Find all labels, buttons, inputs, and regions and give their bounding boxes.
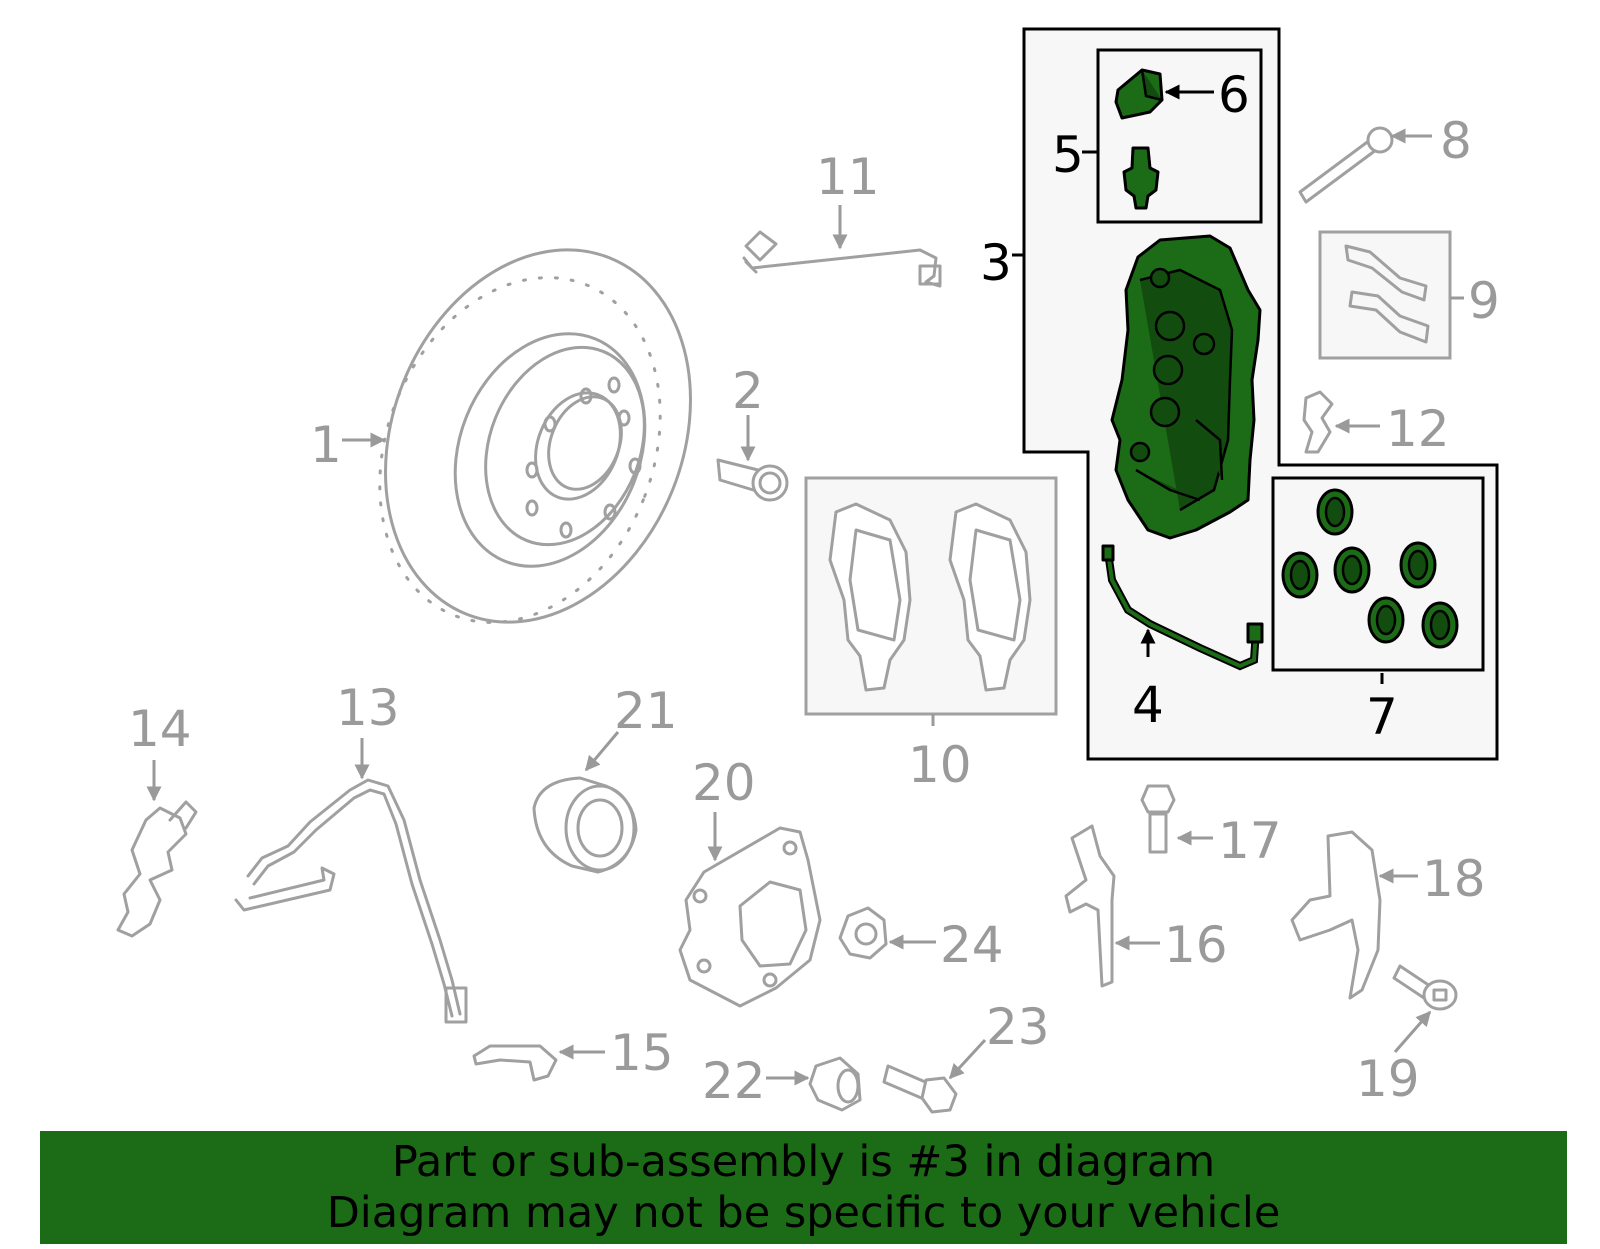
part-23-bolt[interactable] [882,1064,958,1114]
part-24-hex-nut[interactable] [838,906,888,960]
callout-8[interactable]: 8 [1440,112,1472,170]
part-21-wheel-bearing[interactable] [532,776,638,874]
callout-17[interactable]: 17 [1218,812,1282,870]
part-20-wheel-hub[interactable] [678,826,822,1008]
part-19-socket-bolt[interactable] [1392,964,1458,1011]
subassembly-5-box [1096,48,1263,224]
part-14-hose-bracket[interactable] [116,800,198,938]
callout-5[interactable]: 5 [1052,126,1084,184]
banner-line-disclaimer: Diagram may not be specific to your vehi… [326,1187,1281,1238]
callout-21[interactable]: 21 [614,682,678,740]
part-8-caliper-bolt[interactable] [1298,126,1394,204]
banner-background [40,1131,1567,1244]
callout-labels: 1 2 3 4 5 6 7 8 9 10 11 12 13 14 15 16 1… [128,66,1500,1110]
callout-3[interactable]: 3 [980,234,1012,292]
callout-4[interactable]: 4 [1132,676,1164,734]
callout-10[interactable]: 10 [908,736,972,794]
callout-22[interactable]: 22 [702,1052,766,1110]
part-11-sensor-harness[interactable] [742,230,942,288]
callout-13[interactable]: 13 [336,679,400,737]
part-12-retaining-clip[interactable] [1302,390,1334,454]
banner-line-highlighted-part: Part or sub-assembly is #3 in diagram [391,1136,1216,1187]
part-4-wear-sensor[interactable] [1101,544,1264,671]
callout-19[interactable]: 19 [1356,1050,1420,1108]
part-5-bleeder-screw[interactable] [1122,146,1160,210]
callout-9[interactable]: 9 [1468,272,1500,330]
callout-23[interactable]: 23 [986,998,1050,1056]
callout-leaders [146,84,1464,1086]
callout-20[interactable]: 20 [692,754,756,812]
callout-12[interactable]: 12 [1386,400,1450,458]
callout-1[interactable]: 1 [310,416,342,474]
part-22-bushing[interactable] [808,1056,862,1112]
callout-6[interactable]: 6 [1218,66,1250,124]
callout-11[interactable]: 11 [816,148,880,206]
part-7-piston-seal-kit[interactable] [1281,488,1459,649]
part-2-rotor-bolt[interactable] [716,458,789,502]
callout-24[interactable]: 24 [940,916,1004,974]
part-16-dust-shield-bracket[interactable] [1064,824,1116,988]
callout-15[interactable]: 15 [610,1024,674,1082]
part-17-bolt[interactable] [1140,784,1176,854]
callout-18[interactable]: 18 [1422,850,1486,908]
part-6-bleeder-clip[interactable] [1114,68,1164,120]
part-15-line-bracket[interactable] [472,1044,558,1082]
callout-16[interactable]: 16 [1164,916,1228,974]
part-3-brake-caliper[interactable] [1110,234,1262,540]
part-1-brake-rotor[interactable] [330,204,744,669]
part-13-brake-hose[interactable] [234,778,468,1024]
callout-2[interactable]: 2 [732,362,764,420]
notice-banner: Part or sub-assembly is #3 in diagram Di… [40,1131,1567,1244]
callout-14[interactable]: 14 [128,700,192,758]
part-10-brake-pads[interactable] [804,476,1058,716]
part-9-spring-clips[interactable] [1318,230,1452,360]
callout-7[interactable]: 7 [1366,688,1398,746]
part-18-splash-shield[interactable] [1290,830,1382,1000]
